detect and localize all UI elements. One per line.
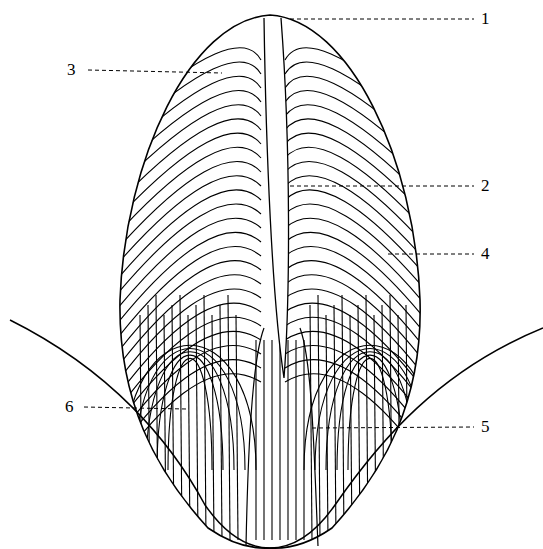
leader-lines bbox=[84, 19, 474, 428]
callout-number: 6 bbox=[64, 398, 75, 415]
vertical-fiber bbox=[295, 340, 296, 540]
fiber-arc bbox=[89, 374, 262, 511]
fiber-arc bbox=[285, 133, 432, 222]
fiber-arc bbox=[122, 62, 262, 137]
fiber-arc bbox=[114, 133, 261, 222]
vertical-fiber bbox=[172, 305, 174, 540]
vertical-fiber bbox=[164, 315, 166, 540]
vertical-fiber bbox=[220, 305, 222, 540]
vertical-fiber bbox=[196, 305, 198, 540]
vertical-fiber bbox=[287, 340, 288, 540]
vertical-fiber bbox=[318, 295, 320, 540]
callout-number: 2 bbox=[480, 177, 491, 194]
vertical-fiber bbox=[406, 305, 408, 540]
fiber-loop bbox=[337, 355, 403, 470]
vertical-fiber bbox=[156, 295, 158, 540]
vertical-fiber bbox=[382, 305, 384, 540]
callout-number: 4 bbox=[480, 245, 491, 262]
vertical-fiber bbox=[303, 340, 304, 540]
callout-number: 3 bbox=[66, 61, 77, 78]
vertical-fiber bbox=[279, 340, 280, 540]
fiber-loop bbox=[326, 352, 414, 470]
vertical-fiber bbox=[271, 340, 272, 540]
fiber-arc bbox=[285, 76, 426, 154]
fiber-arc bbox=[285, 62, 425, 137]
fiber-arc bbox=[90, 360, 261, 494]
base-contour bbox=[10, 320, 543, 548]
vertical-fiber bbox=[310, 305, 312, 540]
organ-outline bbox=[120, 15, 420, 548]
fiber-arc bbox=[104, 232, 262, 341]
vertical-fiber bbox=[358, 305, 360, 540]
vertical-fiber bbox=[212, 315, 214, 540]
fiber-arc bbox=[105, 218, 261, 324]
vertical-fiber bbox=[263, 340, 264, 540]
vertical-fiber bbox=[390, 295, 392, 540]
vertical-fiber bbox=[236, 315, 238, 540]
vertical-fiber bbox=[342, 295, 344, 540]
fiber-arc bbox=[120, 76, 261, 154]
fiber-arc bbox=[285, 90, 428, 171]
median-groove bbox=[264, 18, 289, 378]
central-band bbox=[246, 328, 318, 546]
callout-number: 1 bbox=[480, 10, 491, 27]
vertical-fiber bbox=[228, 295, 230, 540]
vertical-fiber bbox=[366, 295, 368, 540]
fiber-arc bbox=[92, 345, 262, 477]
vertical-fiber bbox=[148, 305, 150, 540]
vertical-fiber bbox=[180, 295, 182, 540]
callout-number: 5 bbox=[480, 418, 491, 435]
fiber-arc bbox=[119, 90, 262, 171]
